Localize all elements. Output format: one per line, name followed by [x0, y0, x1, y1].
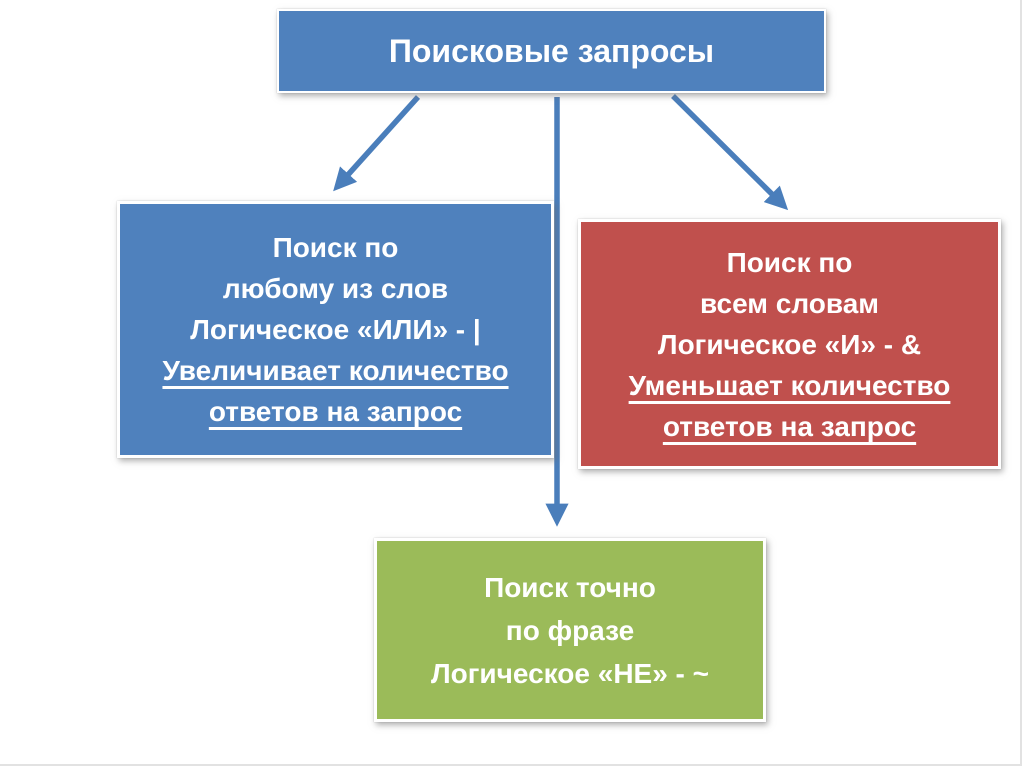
phrase-box-line: по фразе [505, 614, 635, 646]
or-search-box: Поиск по любому из слов Логическое «ИЛИ»… [117, 201, 554, 458]
and-box-line: всем словам [699, 287, 879, 319]
and-box-line-underlined: Уменьшает количество [628, 369, 951, 401]
title-box: Поисковые запросы [277, 9, 826, 93]
arrow-to-or-box [333, 95, 421, 192]
title-box-label: Поисковые запросы [388, 33, 715, 69]
or-box-line: любому из слов [222, 273, 449, 304]
and-box-line-underlined: ответов на запрос [662, 410, 917, 442]
or-box-line: Поиск по [272, 232, 399, 263]
or-box-line-underlined: ответов на запрос [208, 396, 463, 427]
phrase-box-line: Логическое «НЕ» - ~ [430, 657, 710, 689]
and-search-box: Поиск по всем словам Логическое «И» - & … [578, 219, 1001, 469]
phrase-box-line: Поиск точно [484, 571, 656, 603]
and-box-line: Поиск по [726, 246, 853, 278]
or-box-line: Логическое «ИЛИ» - | [190, 314, 481, 345]
arrow-to-and-box [671, 94, 789, 211]
or-box-line-underlined: Увеличивает количество [162, 355, 509, 386]
and-box-line: Логическое «И» - & [657, 328, 922, 360]
phrase-search-box: Поиск точно по фразе Логическое «НЕ» - ~ [374, 538, 766, 722]
